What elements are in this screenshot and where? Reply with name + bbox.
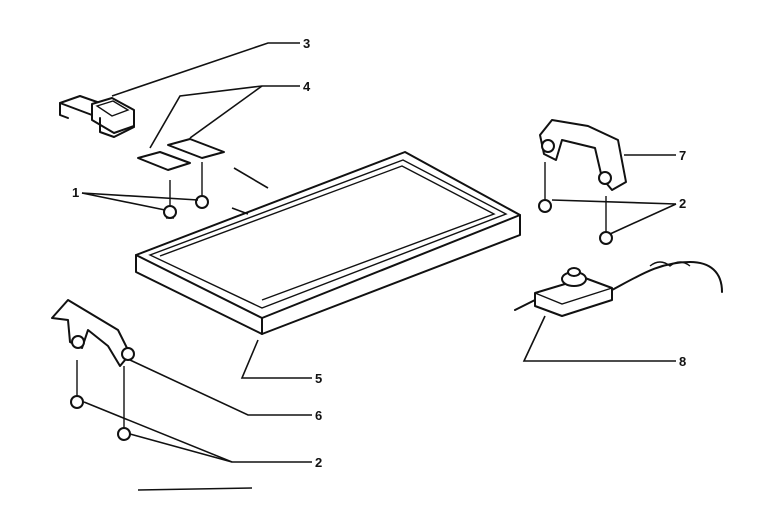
griddle-plate — [135, 151, 521, 335]
temperature-control-probe — [514, 261, 723, 317]
callout-6: 6 — [315, 408, 322, 423]
drip-cup — [59, 95, 135, 138]
handle-screw-upper-left — [70, 360, 84, 409]
callout-3: 3 — [303, 36, 310, 51]
bracket-pair — [137, 138, 225, 171]
screw-left — [163, 180, 177, 219]
screw-right — [195, 162, 209, 209]
callout-5: 5 — [315, 371, 322, 386]
callout-8: 8 — [679, 354, 686, 369]
left-handle — [51, 299, 135, 367]
callout-2-right: 2 — [679, 196, 686, 211]
callout-7: 7 — [679, 148, 686, 163]
callout-4: 4 — [303, 79, 311, 94]
callout-1: 1 — [72, 185, 79, 200]
handle-screw-upper-right — [538, 162, 552, 213]
right-handle — [539, 119, 627, 191]
handle-screw-lower-right — [599, 196, 613, 245]
handle-screw-lower-left — [117, 366, 131, 441]
callout-2-bottom: 2 — [315, 455, 322, 470]
leader-lines — [81, 42, 677, 491]
